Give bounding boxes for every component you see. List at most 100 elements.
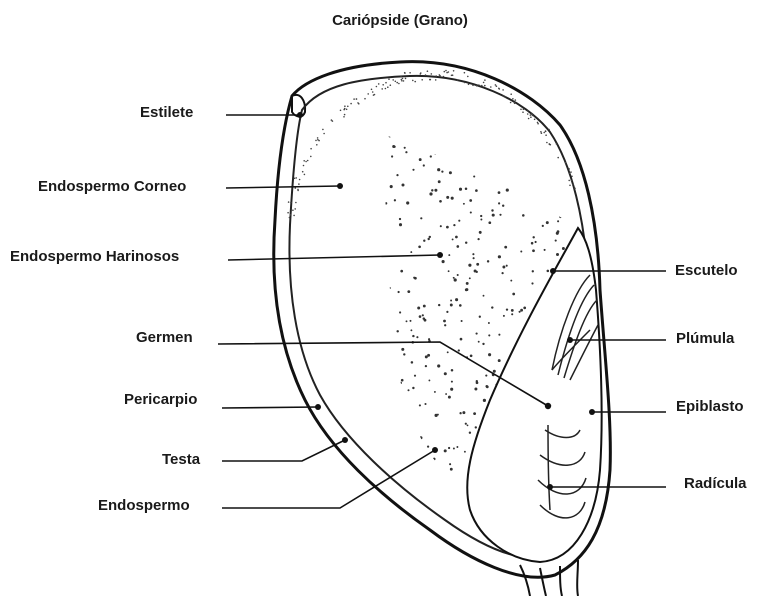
rim-stipple-dot (392, 79, 394, 81)
rim-stipple-dot (499, 88, 501, 90)
rim-stipple-dot (402, 78, 404, 80)
stipple-dot (452, 238, 454, 240)
stipple-dot (506, 308, 508, 310)
rim-stipple-dot (315, 140, 317, 142)
rim-stipple-dot (302, 171, 304, 173)
rim-stipple-dot (528, 118, 530, 120)
stipple-dot (491, 209, 493, 211)
rim-stipple-dot (446, 72, 448, 74)
stipple-dot (464, 451, 466, 453)
rim-stipple-dot (409, 72, 411, 74)
rim-stipple-dot (421, 79, 423, 81)
rim-stipple-dot (468, 84, 470, 86)
rim-stipple-dot (549, 144, 551, 146)
stipple-dot (544, 249, 546, 251)
rim-stipple-dot (481, 85, 483, 87)
stipple-dot (456, 446, 458, 448)
stipple-dot (399, 311, 401, 313)
stipple-dot (429, 192, 432, 195)
stipple-dot (470, 354, 473, 357)
rim-stipple-dot (318, 140, 320, 142)
stipple-dot (437, 168, 440, 171)
stipple-dot (417, 307, 420, 310)
rim-stipple-dot (303, 160, 305, 162)
stipple-dot (532, 249, 535, 252)
stipple-dot (520, 250, 522, 252)
stipple-dot (406, 201, 409, 204)
stipple-dot (547, 270, 550, 273)
rim-stipple-dot (403, 80, 405, 82)
stipple-dot (460, 338, 463, 341)
rim-stipple-dot (387, 86, 389, 88)
rim-stipple-dot (464, 72, 466, 74)
rim-stipple-dot (556, 143, 558, 145)
stipple-dot (398, 291, 400, 293)
stipple-dot (510, 280, 512, 282)
stipple-dot (474, 388, 477, 391)
stipple-dot (579, 130, 582, 133)
stipple-dot (403, 353, 405, 355)
stipple-dot (391, 155, 393, 157)
stipple-dot (451, 197, 454, 200)
stipple-dot (465, 241, 467, 243)
stipple-dot (410, 320, 412, 322)
rim-stipple-dot (340, 110, 342, 112)
stipple-dot (488, 334, 490, 336)
rim-stipple-dot (293, 215, 295, 217)
stipple-dot (444, 372, 447, 375)
rim-stipple-dot (510, 102, 512, 104)
rim-stipple-dot (530, 114, 532, 116)
rim-stipple-dot (414, 81, 416, 83)
rim-stipple-dot (570, 171, 572, 173)
stipple-dot (408, 389, 410, 391)
stipple-dot (396, 174, 398, 176)
rim-stipple-dot (299, 179, 301, 181)
stipple-dot (407, 290, 410, 293)
rim-stipple-dot (378, 83, 380, 85)
stipple-dot (480, 219, 482, 221)
stipple-dot (488, 221, 491, 224)
stipple-dot (445, 393, 447, 395)
stipple-dot (427, 238, 429, 240)
rim-stipple-dot (420, 73, 422, 75)
rim-stipple-dot (356, 98, 358, 100)
rim-stipple-dot (568, 180, 570, 182)
stipple-dot (437, 364, 440, 367)
rim-stipple-dot (534, 119, 536, 121)
rim-stipple-dot (401, 80, 403, 82)
stipple-dot (463, 203, 465, 205)
stipple-dot (483, 295, 485, 297)
rim-stipple-dot (571, 176, 573, 178)
rim-stipple-dot (396, 82, 398, 84)
rim-stipple-dot (304, 174, 306, 176)
stipple-dot (474, 270, 477, 273)
stipple-dot (423, 240, 425, 242)
stipple-dot (573, 138, 576, 141)
stipple-dot (394, 199, 396, 201)
rim-stipple-dot (404, 72, 406, 74)
stipple-dot (459, 304, 462, 307)
stipple-dot (535, 241, 537, 243)
stipple-dot (531, 282, 533, 284)
rim-stipple-dot (290, 202, 292, 204)
rim-stipple-dot (305, 161, 307, 163)
stipple-dot (487, 260, 489, 262)
rim-stipple-dot (385, 88, 387, 90)
stipple-dot (498, 191, 501, 194)
stipple-dot (428, 379, 430, 381)
stipple-dot (475, 189, 478, 192)
stipple-dot (457, 274, 459, 276)
stipple-dot (437, 414, 439, 416)
stipple-dot (472, 253, 474, 255)
stipple-dot (465, 423, 467, 425)
stipple-dot (413, 277, 415, 279)
stipple-dot (483, 399, 486, 402)
stipple-dot (542, 225, 544, 227)
rim-stipple-dot (374, 94, 376, 96)
stipple-dot (419, 315, 422, 318)
stipple-dot (440, 225, 442, 227)
stipple-dot (482, 343, 484, 345)
rim-stipple-dot (310, 148, 312, 150)
stipple-dot (427, 354, 430, 357)
